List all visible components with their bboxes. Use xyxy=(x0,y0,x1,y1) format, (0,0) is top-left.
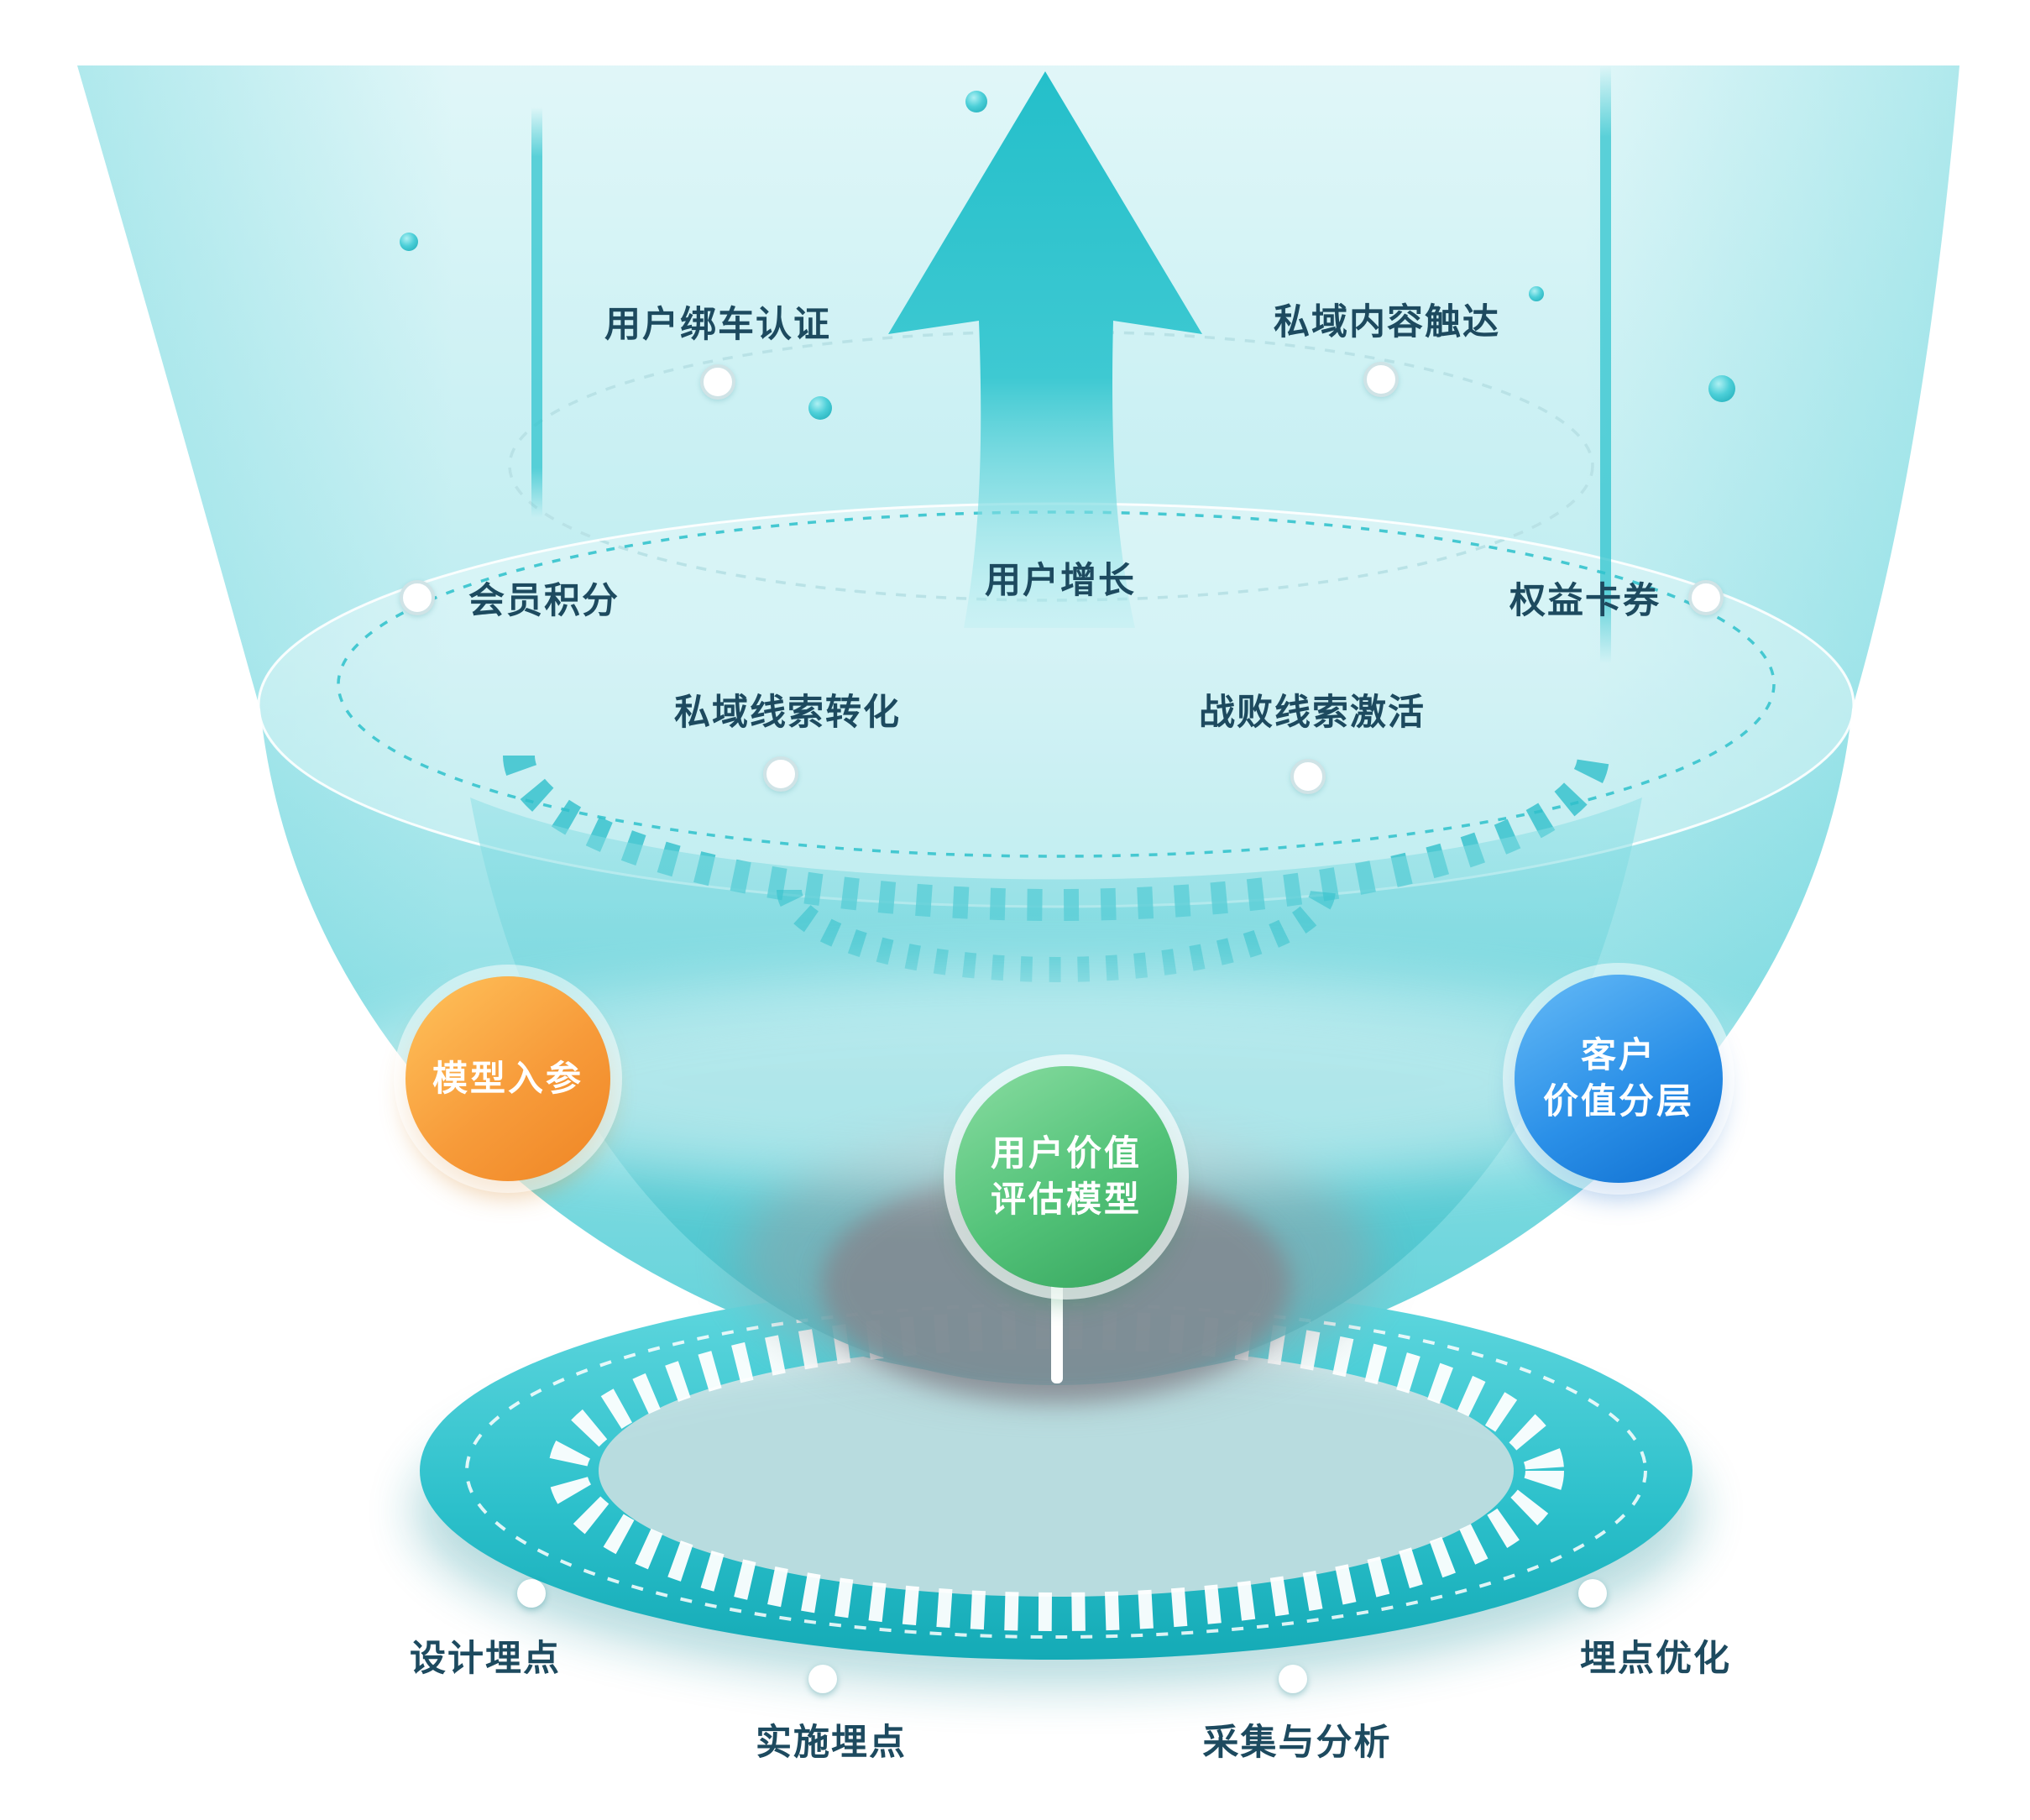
dot-bind-auth xyxy=(700,364,735,400)
dot-implement-tracking xyxy=(808,1665,837,1693)
label-collect-analyze: 采集与分析 xyxy=(1202,1723,1392,1763)
vertical-accent-line-right xyxy=(1600,65,1611,663)
node-label: 模型入参 xyxy=(432,1058,583,1098)
node-model-input: 模型入参 xyxy=(405,976,610,1181)
label-private-content: 私域内容触达 xyxy=(1274,302,1500,343)
dashed-orbit-mid xyxy=(337,510,1776,858)
label-benefit-cards: 权益卡券 xyxy=(1509,581,1661,621)
base-ring-ticks xyxy=(548,1310,1564,1631)
dot-tracking-optimize xyxy=(1578,1579,1607,1608)
node-user-value-model: 用户价值 评估模型 xyxy=(955,1066,1177,1288)
node-label: 用户价值 xyxy=(990,1133,1142,1174)
node-label: 评估模型 xyxy=(990,1179,1142,1219)
node-customer-value-layers: 客户 价值分层 xyxy=(1515,975,1723,1183)
dot-collect-analyze xyxy=(1279,1665,1307,1693)
dot-design-tracking xyxy=(517,1579,546,1608)
vertical-accent-line-left xyxy=(531,107,542,517)
label-user-growth: 用户增长 xyxy=(985,561,1136,601)
bubble-decoration xyxy=(808,396,832,420)
label-tracking-optimize: 埋点优化 xyxy=(1580,1639,1731,1679)
bubble-decoration xyxy=(965,91,987,112)
dot-benefit-cards xyxy=(1688,580,1724,615)
dot-member-points xyxy=(400,580,435,615)
node-label: 客户 xyxy=(1580,1035,1656,1075)
up-arrow-icon xyxy=(888,71,1202,628)
node-label: 价值分层 xyxy=(1542,1081,1694,1121)
label-member-points: 会员积分 xyxy=(468,581,620,621)
label-design-tracking: 设计埋点 xyxy=(410,1639,561,1679)
dot-private-content xyxy=(1363,362,1399,397)
label-private-lead-conversion: 私域线索转化 xyxy=(674,693,901,733)
label-user-bind-auth: 用户绑车认证 xyxy=(604,305,831,345)
bubble-decoration xyxy=(1708,375,1735,402)
dot-private-lead xyxy=(763,756,798,792)
dot-lost-lead xyxy=(1290,759,1326,794)
label-lost-lead-activation: 战败线索激活 xyxy=(1199,693,1426,733)
label-implement-tracking: 实施埋点 xyxy=(756,1723,907,1763)
bubble-decoration xyxy=(1529,286,1544,301)
bubble-decoration xyxy=(400,233,418,251)
funnel-mouth-highlight xyxy=(259,504,1854,907)
